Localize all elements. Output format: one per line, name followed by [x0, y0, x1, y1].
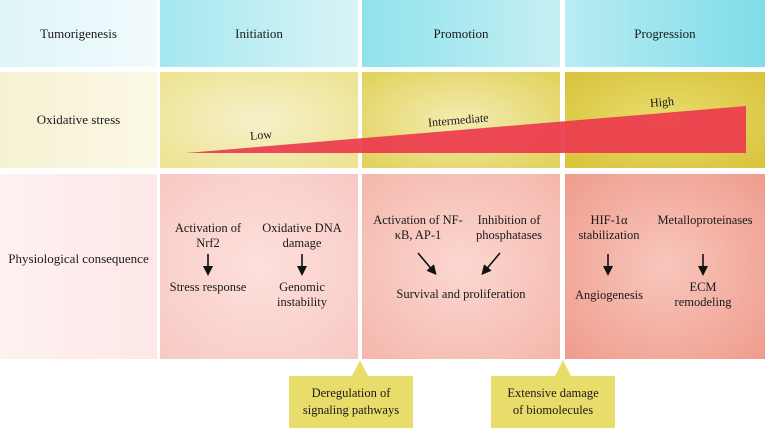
oxidative-stress-initiation-cell — [160, 72, 358, 168]
callout-biomolecule-damage: Extensive damage of biomolecules — [491, 376, 615, 428]
nrf2-activation-text: Activation of Nrf2 — [174, 221, 242, 250]
stress-response-text: Stress response — [169, 280, 247, 294]
angiogenesis-text: Angiogenesis — [574, 288, 644, 302]
callout-pointer-2 — [555, 360, 571, 376]
callout-damage-text: Extensive damage of biomolecules — [507, 386, 599, 417]
oxidative-stress-label: Oxidative stress — [0, 72, 157, 168]
physiological-initiation-cell — [160, 174, 358, 359]
physiological-consequence-label-cell: Physiological consequence — [0, 174, 157, 359]
callout-pointer-1 — [352, 360, 368, 376]
oxidative-stress-progression-cell — [565, 72, 765, 168]
physiological-progression-cell — [565, 174, 765, 359]
stage-progression: Progression — [565, 0, 765, 67]
metalloproteinases-text: Metalloproteinases — [657, 213, 753, 227]
stage-initiation: Initiation — [160, 0, 358, 67]
ecm-remodeling-text: ECM remodeling — [674, 280, 732, 309]
stress-level-low: Low — [249, 127, 273, 143]
phosphatase-inhibition-text: Inhibition of phosphatases — [476, 213, 542, 242]
physiological-consequence-label: Physiological consequence — [8, 251, 149, 266]
survival-proliferation-text: Survival and proliferation — [396, 287, 526, 301]
hif-stabilization-text: HIF-1α stabilization — [578, 213, 640, 242]
genomic-instability-text: Genomic instability — [277, 280, 327, 309]
tumorigenesis-label: Tumorigenesis — [0, 0, 157, 67]
stress-level-high: High — [649, 93, 675, 111]
callout-signaling-text: Deregulation of signaling pathways — [302, 386, 400, 417]
stage-promotion: Promotion — [362, 0, 560, 67]
oxidative-dna-damage-text: Oxidative DNA damage — [262, 221, 342, 250]
callout-signaling-deregulation: Deregulation of signaling pathways — [289, 376, 413, 428]
physiological-promotion-cell — [362, 174, 560, 359]
nfkb-activation-text: Activation of NF-κB, AP-1 — [373, 213, 463, 242]
